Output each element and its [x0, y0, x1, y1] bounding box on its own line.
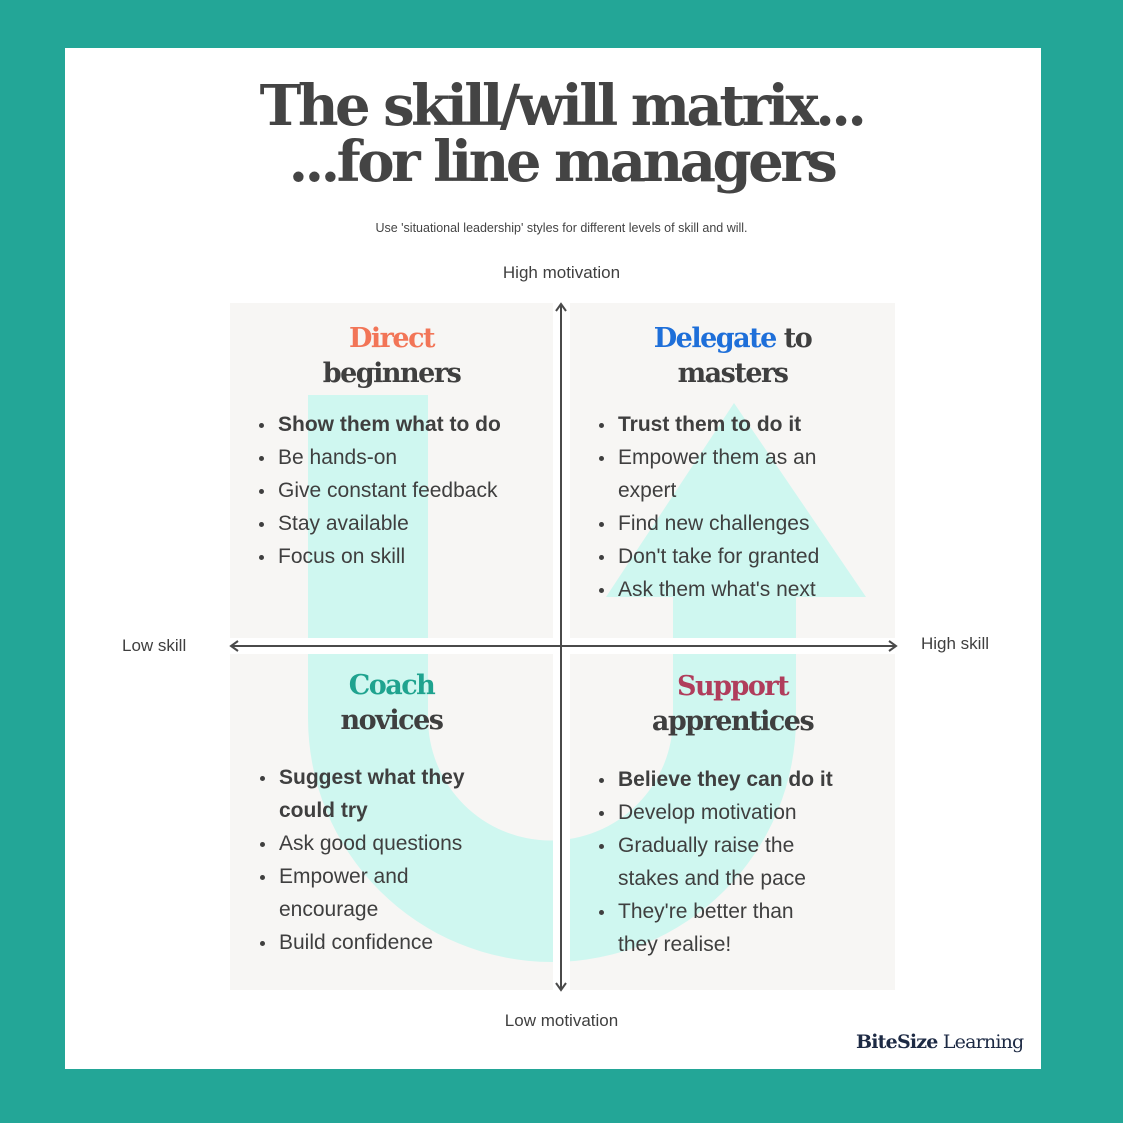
- list-item: Show them what to do: [256, 408, 501, 441]
- list-item: Ask good questions: [257, 827, 465, 860]
- heading-rest-apprentices: apprentices: [651, 706, 815, 737]
- list-item: Find new challenges: [596, 507, 819, 540]
- heading-accent-direct: Direct: [349, 323, 436, 354]
- list-item: Gradually raise the: [596, 829, 833, 862]
- axis-label-low-skill: Low skill: [122, 636, 187, 655]
- list-item: Suggest what they: [257, 761, 465, 794]
- direct-beginners-list: Show them what to do Be hands-on Give co…: [256, 408, 501, 573]
- list-item: Stay available: [256, 507, 501, 540]
- list-item-continuation: they realise!: [618, 933, 732, 956]
- brand-logo: BiteSize Learning: [856, 1031, 1024, 1053]
- quadrant-heading-delegate: Delegate to masters: [570, 321, 895, 391]
- list-item-continuation: stakes and the pace: [618, 867, 806, 890]
- brand-name-learning: Learning: [942, 1031, 1024, 1053]
- list-item-continuation: encourage: [279, 898, 379, 921]
- list-item: Develop motivation: [596, 796, 833, 829]
- heading-rest-beginners: beginners: [322, 358, 462, 389]
- axis-label-high-skill: High skill: [921, 634, 990, 653]
- quadrant-heading-coach: Coach novices: [230, 668, 553, 738]
- list-item: Be hands-on: [256, 441, 501, 474]
- axis-label-low-motivation: Low motivation: [504, 1011, 619, 1030]
- list-item: Build confidence: [257, 926, 465, 959]
- list-item: Focus on skill: [256, 540, 501, 573]
- coach-novices-list: Suggest what they could try Ask good que…: [257, 761, 465, 959]
- list-item: They're better than: [596, 895, 833, 928]
- heading-rest-novices: novices: [340, 705, 444, 736]
- list-item: Don't take for granted: [596, 540, 819, 573]
- list-item: Empower and: [257, 860, 465, 893]
- subtitle: Use 'situational leadership' styles for …: [375, 221, 748, 235]
- heading-accent-delegate: Delegate: [653, 323, 778, 354]
- title-line-1: The skill/will matrix...: [259, 73, 867, 139]
- support-apprentices-list: Believe they can do it Develop motivatio…: [596, 763, 833, 961]
- list-item: Give constant feedback: [256, 474, 501, 507]
- list-item-continuation: could try: [279, 799, 368, 822]
- heading-inline-to: to: [783, 323, 813, 354]
- quadrant-heading-support: Support apprentices: [570, 669, 895, 739]
- delegate-masters-list: Trust them to do it Empower them as an e…: [596, 408, 819, 606]
- page-title: The skill/will matrix... ...for line man…: [0, 78, 1123, 190]
- heading-accent-support: Support: [676, 671, 790, 702]
- list-item: Ask them what's next: [596, 573, 819, 606]
- list-item: Empower them as an: [596, 441, 819, 474]
- heading-accent-coach: Coach: [348, 670, 436, 701]
- axis-label-high-motivation: High motivation: [502, 263, 621, 282]
- list-item: Trust them to do it: [596, 408, 819, 441]
- list-item: Believe they can do it: [596, 763, 833, 796]
- title-line-2: ...for line managers: [288, 129, 838, 195]
- brand-name-bitesize: BiteSize: [856, 1031, 938, 1053]
- heading-rest-masters: masters: [677, 358, 789, 389]
- list-item-continuation: expert: [618, 479, 677, 502]
- quadrant-heading-direct: Direct beginners: [230, 321, 553, 391]
